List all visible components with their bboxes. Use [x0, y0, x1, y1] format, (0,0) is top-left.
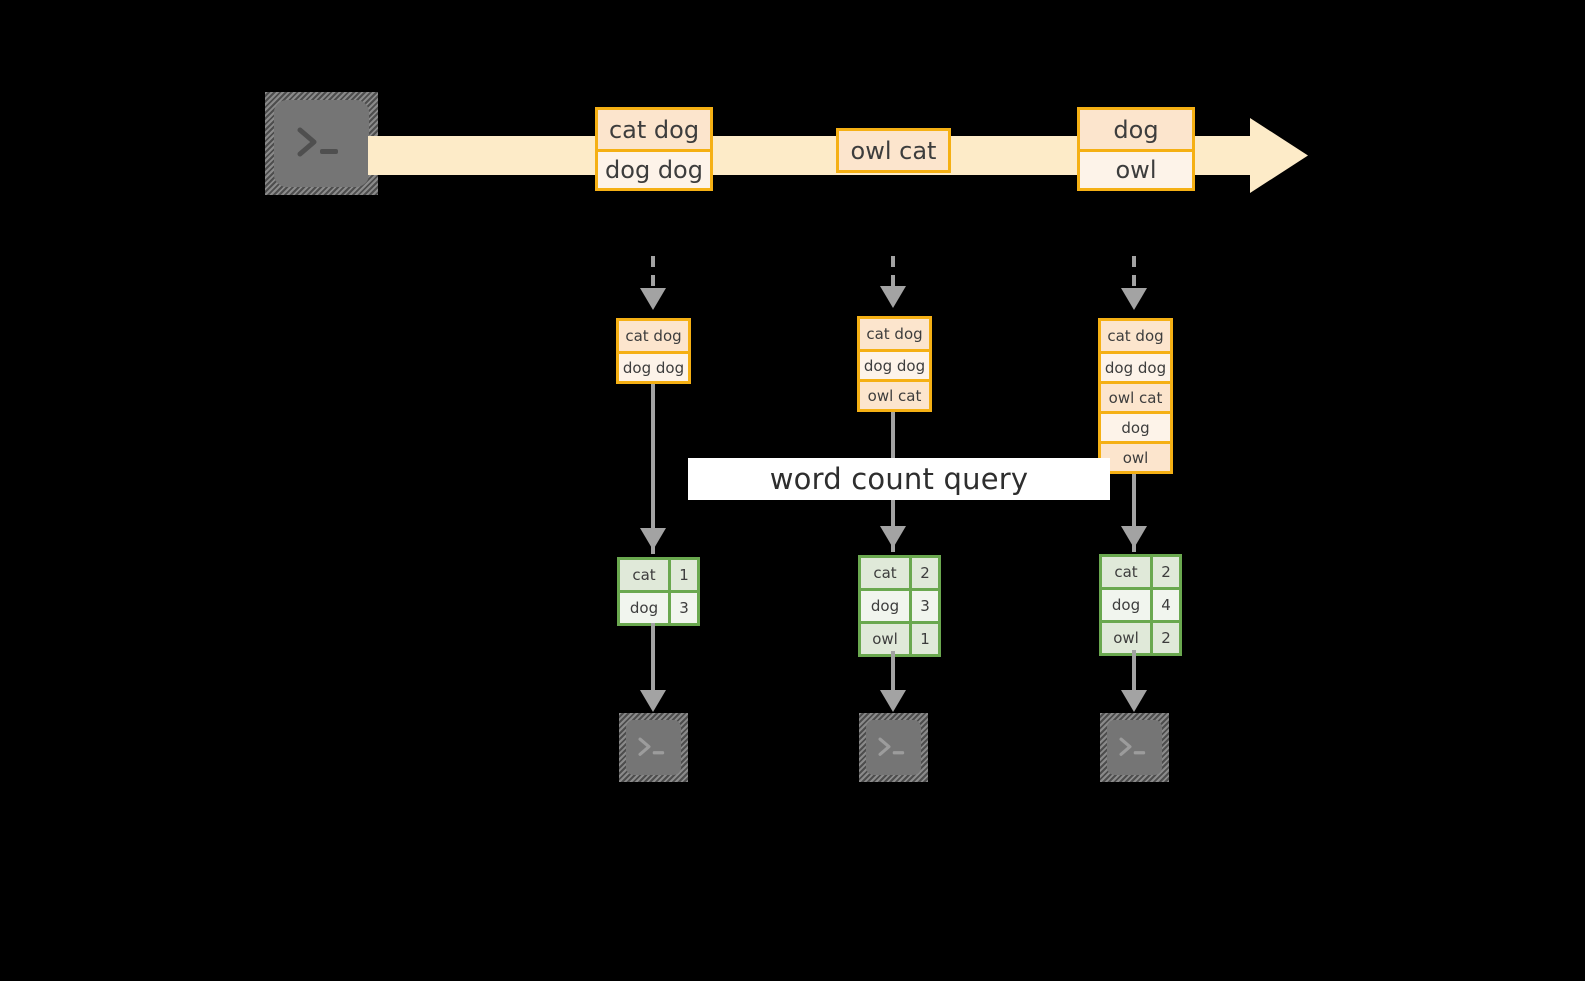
- record-cell: dog: [1080, 110, 1192, 149]
- count-cell: 3: [909, 591, 938, 621]
- sink-terminal-icon-1: [619, 713, 688, 782]
- record-cell: dog dog: [598, 149, 710, 188]
- word-cell: dog: [861, 591, 909, 621]
- count-cell: 4: [1150, 590, 1179, 620]
- query-label-band: word count query: [688, 458, 1110, 500]
- table-row: owl 1: [861, 621, 938, 654]
- sink-connector-2: [891, 651, 895, 695]
- snapshot-3-input[interactable]: cat dog dog dog owl cat dog owl: [1098, 318, 1173, 474]
- snapshot-2-result[interactable]: cat 2 dog 3 owl 1: [858, 555, 941, 657]
- snapshot-2-input[interactable]: cat dog dog dog owl cat: [857, 316, 932, 412]
- sink-arrowhead-3: [1121, 690, 1147, 712]
- count-cell: 2: [909, 558, 938, 588]
- word-cell: dog: [1102, 590, 1150, 620]
- snapshot-3-result[interactable]: cat 2 dog 4 owl 2: [1099, 554, 1182, 656]
- query-connector-1: [651, 384, 655, 554]
- record-cell: dog dog: [1101, 351, 1170, 381]
- source-terminal-icon: [265, 92, 378, 195]
- table-row: cat 2: [861, 558, 938, 588]
- query-arrowhead-2: [880, 526, 906, 548]
- tap-connector-3: [1132, 256, 1136, 292]
- stream-batch-2[interactable]: owl cat: [836, 128, 951, 173]
- query-arrowhead-1: [640, 528, 666, 550]
- count-cell: 1: [909, 624, 938, 654]
- sink-terminal-icon-3: [1100, 713, 1169, 782]
- record-cell: cat dog: [619, 321, 688, 351]
- word-cell: dog: [620, 593, 668, 623]
- word-cell: cat: [861, 558, 909, 588]
- record-cell: owl: [1080, 149, 1192, 188]
- query-connector-3: [1132, 474, 1136, 552]
- sink-connector-3: [1132, 650, 1136, 695]
- record-cell: owl: [1101, 441, 1170, 471]
- sink-terminal-icon-2: [859, 713, 928, 782]
- table-row: cat 1: [620, 560, 697, 590]
- tap-connector-1: [651, 256, 655, 292]
- count-cell: 2: [1150, 557, 1179, 587]
- record-cell: dog dog: [860, 349, 929, 379]
- count-cell: 1: [668, 560, 697, 590]
- record-cell: cat dog: [598, 110, 710, 149]
- sink-arrowhead-2: [880, 690, 906, 712]
- record-cell: dog dog: [619, 351, 688, 381]
- table-row: dog 4: [1102, 587, 1179, 620]
- table-row: dog 3: [620, 590, 697, 623]
- word-cell: owl: [861, 624, 909, 654]
- count-cell: 3: [668, 593, 697, 623]
- word-cell: cat: [620, 560, 668, 590]
- stream-batch-3[interactable]: dog owl: [1077, 107, 1195, 191]
- record-cell: owl cat: [860, 379, 929, 409]
- record-cell: owl cat: [1101, 381, 1170, 411]
- record-cell: dog: [1101, 411, 1170, 441]
- table-row: cat 2: [1102, 557, 1179, 587]
- tap-arrowhead-3: [1121, 288, 1147, 310]
- table-row: dog 3: [861, 588, 938, 621]
- tap-connector-2: [891, 256, 895, 290]
- word-cell: cat: [1102, 557, 1150, 587]
- record-cell: owl cat: [839, 131, 948, 170]
- word-cell: owl: [1102, 623, 1150, 653]
- tap-arrowhead-1: [640, 288, 666, 310]
- record-cell: cat dog: [860, 319, 929, 349]
- count-cell: 2: [1150, 623, 1179, 653]
- query-label: word count query: [769, 462, 1029, 496]
- tap-arrowhead-2: [880, 286, 906, 308]
- query-arrowhead-3: [1121, 526, 1147, 548]
- record-cell: cat dog: [1101, 321, 1170, 351]
- prompt-glyph: [1118, 737, 1145, 756]
- snapshot-1-input[interactable]: cat dog dog dog: [616, 318, 691, 384]
- prompt-glyph: [637, 737, 664, 756]
- snapshot-1-result[interactable]: cat 1 dog 3: [617, 557, 700, 626]
- prompt-glyph: [297, 127, 338, 156]
- table-row: owl 2: [1102, 620, 1179, 653]
- stream-batch-1[interactable]: cat dog dog dog: [595, 107, 713, 191]
- sink-connector-1: [651, 623, 655, 695]
- sink-arrowhead-1: [640, 690, 666, 712]
- prompt-glyph: [877, 737, 904, 756]
